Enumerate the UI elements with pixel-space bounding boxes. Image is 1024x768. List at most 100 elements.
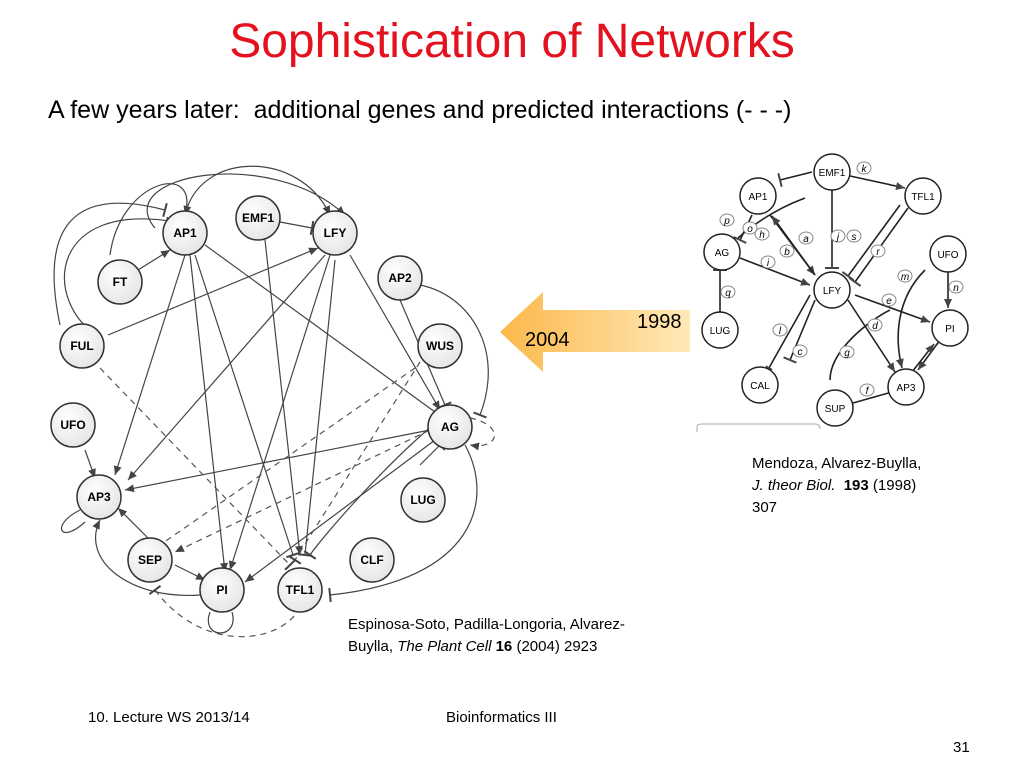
edge-label: n	[948, 280, 964, 294]
svg-text:PI: PI	[216, 583, 227, 597]
footer-course: Bioinformatics III	[446, 709, 557, 726]
figure-frame-fragment	[696, 423, 821, 432]
svg-text:AP1: AP1	[749, 192, 768, 203]
svg-text:SUP: SUP	[825, 404, 846, 415]
edge	[194, 254, 300, 559]
svg-text:AP1: AP1	[173, 226, 197, 240]
svg-text:EMF1: EMF1	[242, 211, 274, 225]
node-ful: FUL	[59, 323, 105, 369]
svg-text:LUG: LUG	[710, 326, 731, 337]
edge-labels-1998: k p o h a j s b r i m n q e l d c g f	[719, 161, 964, 397]
node-cal-1998: CAL	[741, 366, 779, 404]
edge-label: i	[760, 255, 776, 269]
predicted-edge	[148, 584, 296, 638]
svg-text:AG: AG	[441, 420, 459, 434]
svg-text:g: g	[844, 348, 850, 359]
edge	[848, 207, 909, 287]
node-ap3-1998: AP3	[887, 368, 925, 406]
edge-label: p	[719, 213, 735, 227]
node-sep: SEP	[127, 537, 173, 583]
svg-text:TFL1: TFL1	[286, 583, 315, 597]
predicted-edge	[469, 417, 495, 451]
citation-1998-authors: Mendoza, Alvarez-Buylla,	[752, 455, 922, 472]
edge	[419, 439, 446, 466]
citation-2004-volume: 16	[495, 638, 513, 655]
edge	[146, 173, 346, 229]
svg-text:a: a	[803, 234, 809, 245]
svg-text:WUS: WUS	[426, 339, 454, 353]
node-lfy: LFY	[312, 210, 358, 256]
node-pi-1998: PI	[931, 309, 969, 347]
transition-arrow: 1998 2004	[500, 292, 690, 372]
node-lug-1998: LUG	[701, 311, 739, 349]
svg-text:b: b	[784, 247, 790, 258]
edge	[264, 239, 303, 556]
node-clf: CLF	[349, 537, 395, 583]
slide-subtitle: A few years later: additional genes and …	[48, 96, 792, 124]
svg-text:CLF: CLF	[360, 553, 383, 567]
year-2004-label: 2004	[525, 329, 570, 351]
edge	[92, 519, 201, 596]
nodes-1998: EMF1 AP1 TFL1 AG UFO LFY LUG PI CAL AP3 …	[701, 153, 969, 427]
edge	[349, 254, 441, 411]
node-ufo-1998: UFO	[929, 235, 967, 273]
edge	[53, 202, 168, 326]
svg-text:AP3: AP3	[87, 490, 111, 504]
node-sup-1998: SUP	[816, 389, 854, 427]
year-1998-label: 1998	[637, 311, 682, 333]
edge	[777, 171, 813, 188]
svg-text:CAL: CAL	[750, 381, 770, 392]
node-ap1-1998: AP1	[739, 177, 777, 215]
edge	[764, 294, 811, 376]
edge	[303, 424, 434, 560]
svg-text:LFY: LFY	[324, 226, 347, 240]
edge	[279, 220, 315, 236]
edge	[419, 284, 489, 419]
citation-1998-volume: 193	[843, 477, 869, 494]
edge-label: b	[779, 244, 795, 258]
node-tfl1: TFL1	[277, 567, 323, 613]
edge	[917, 339, 941, 371]
citation-2004: Espinosa-Soto, Padilla-Longoria, Alvarez…	[348, 614, 693, 658]
svg-text:UFO: UFO	[60, 418, 85, 432]
edge	[84, 449, 96, 479]
predicted-edge	[288, 361, 421, 565]
edge-label: a	[798, 231, 814, 245]
node-pi: PI	[199, 567, 245, 613]
svg-text:n: n	[953, 283, 959, 294]
svg-text:s: s	[852, 232, 857, 243]
edge-label: e	[881, 293, 897, 307]
citation-2004-journal: The Plant Cell	[397, 638, 492, 655]
edge	[137, 249, 171, 271]
svg-text:i: i	[767, 258, 770, 269]
page-number: 31	[953, 739, 970, 756]
svg-text:d: d	[872, 321, 878, 332]
svg-text:AG: AG	[715, 248, 730, 259]
edge	[63, 216, 176, 339]
svg-text:FT: FT	[113, 275, 128, 289]
edge-label: r	[870, 244, 886, 258]
citation-2004-authors-cont: Buylla,	[348, 638, 398, 655]
edge	[854, 294, 931, 323]
node-ap3: AP3	[76, 474, 122, 520]
edges-1998	[713, 171, 952, 404]
node-wus: WUS	[417, 323, 463, 369]
svg-text:FUL: FUL	[70, 339, 93, 353]
footer-lecture: 10. Lecture WS 2013/14	[88, 709, 250, 726]
citation-2004-rest: (2004) 2923	[512, 638, 598, 655]
edge-label: c	[792, 344, 808, 358]
edge-label: g	[839, 345, 855, 359]
svg-text:m: m	[901, 272, 909, 283]
edge	[189, 254, 228, 573]
edge-label: q	[720, 285, 736, 299]
svg-text:e: e	[886, 296, 892, 307]
predicted-edges-2004	[99, 361, 495, 638]
edge	[911, 343, 935, 373]
edge-label: j	[830, 229, 846, 243]
svg-text:k: k	[862, 164, 868, 175]
edge	[771, 215, 816, 276]
svg-text:TFL1: TFL1	[911, 192, 935, 203]
svg-text:o: o	[747, 224, 753, 235]
svg-text:j: j	[835, 232, 840, 243]
